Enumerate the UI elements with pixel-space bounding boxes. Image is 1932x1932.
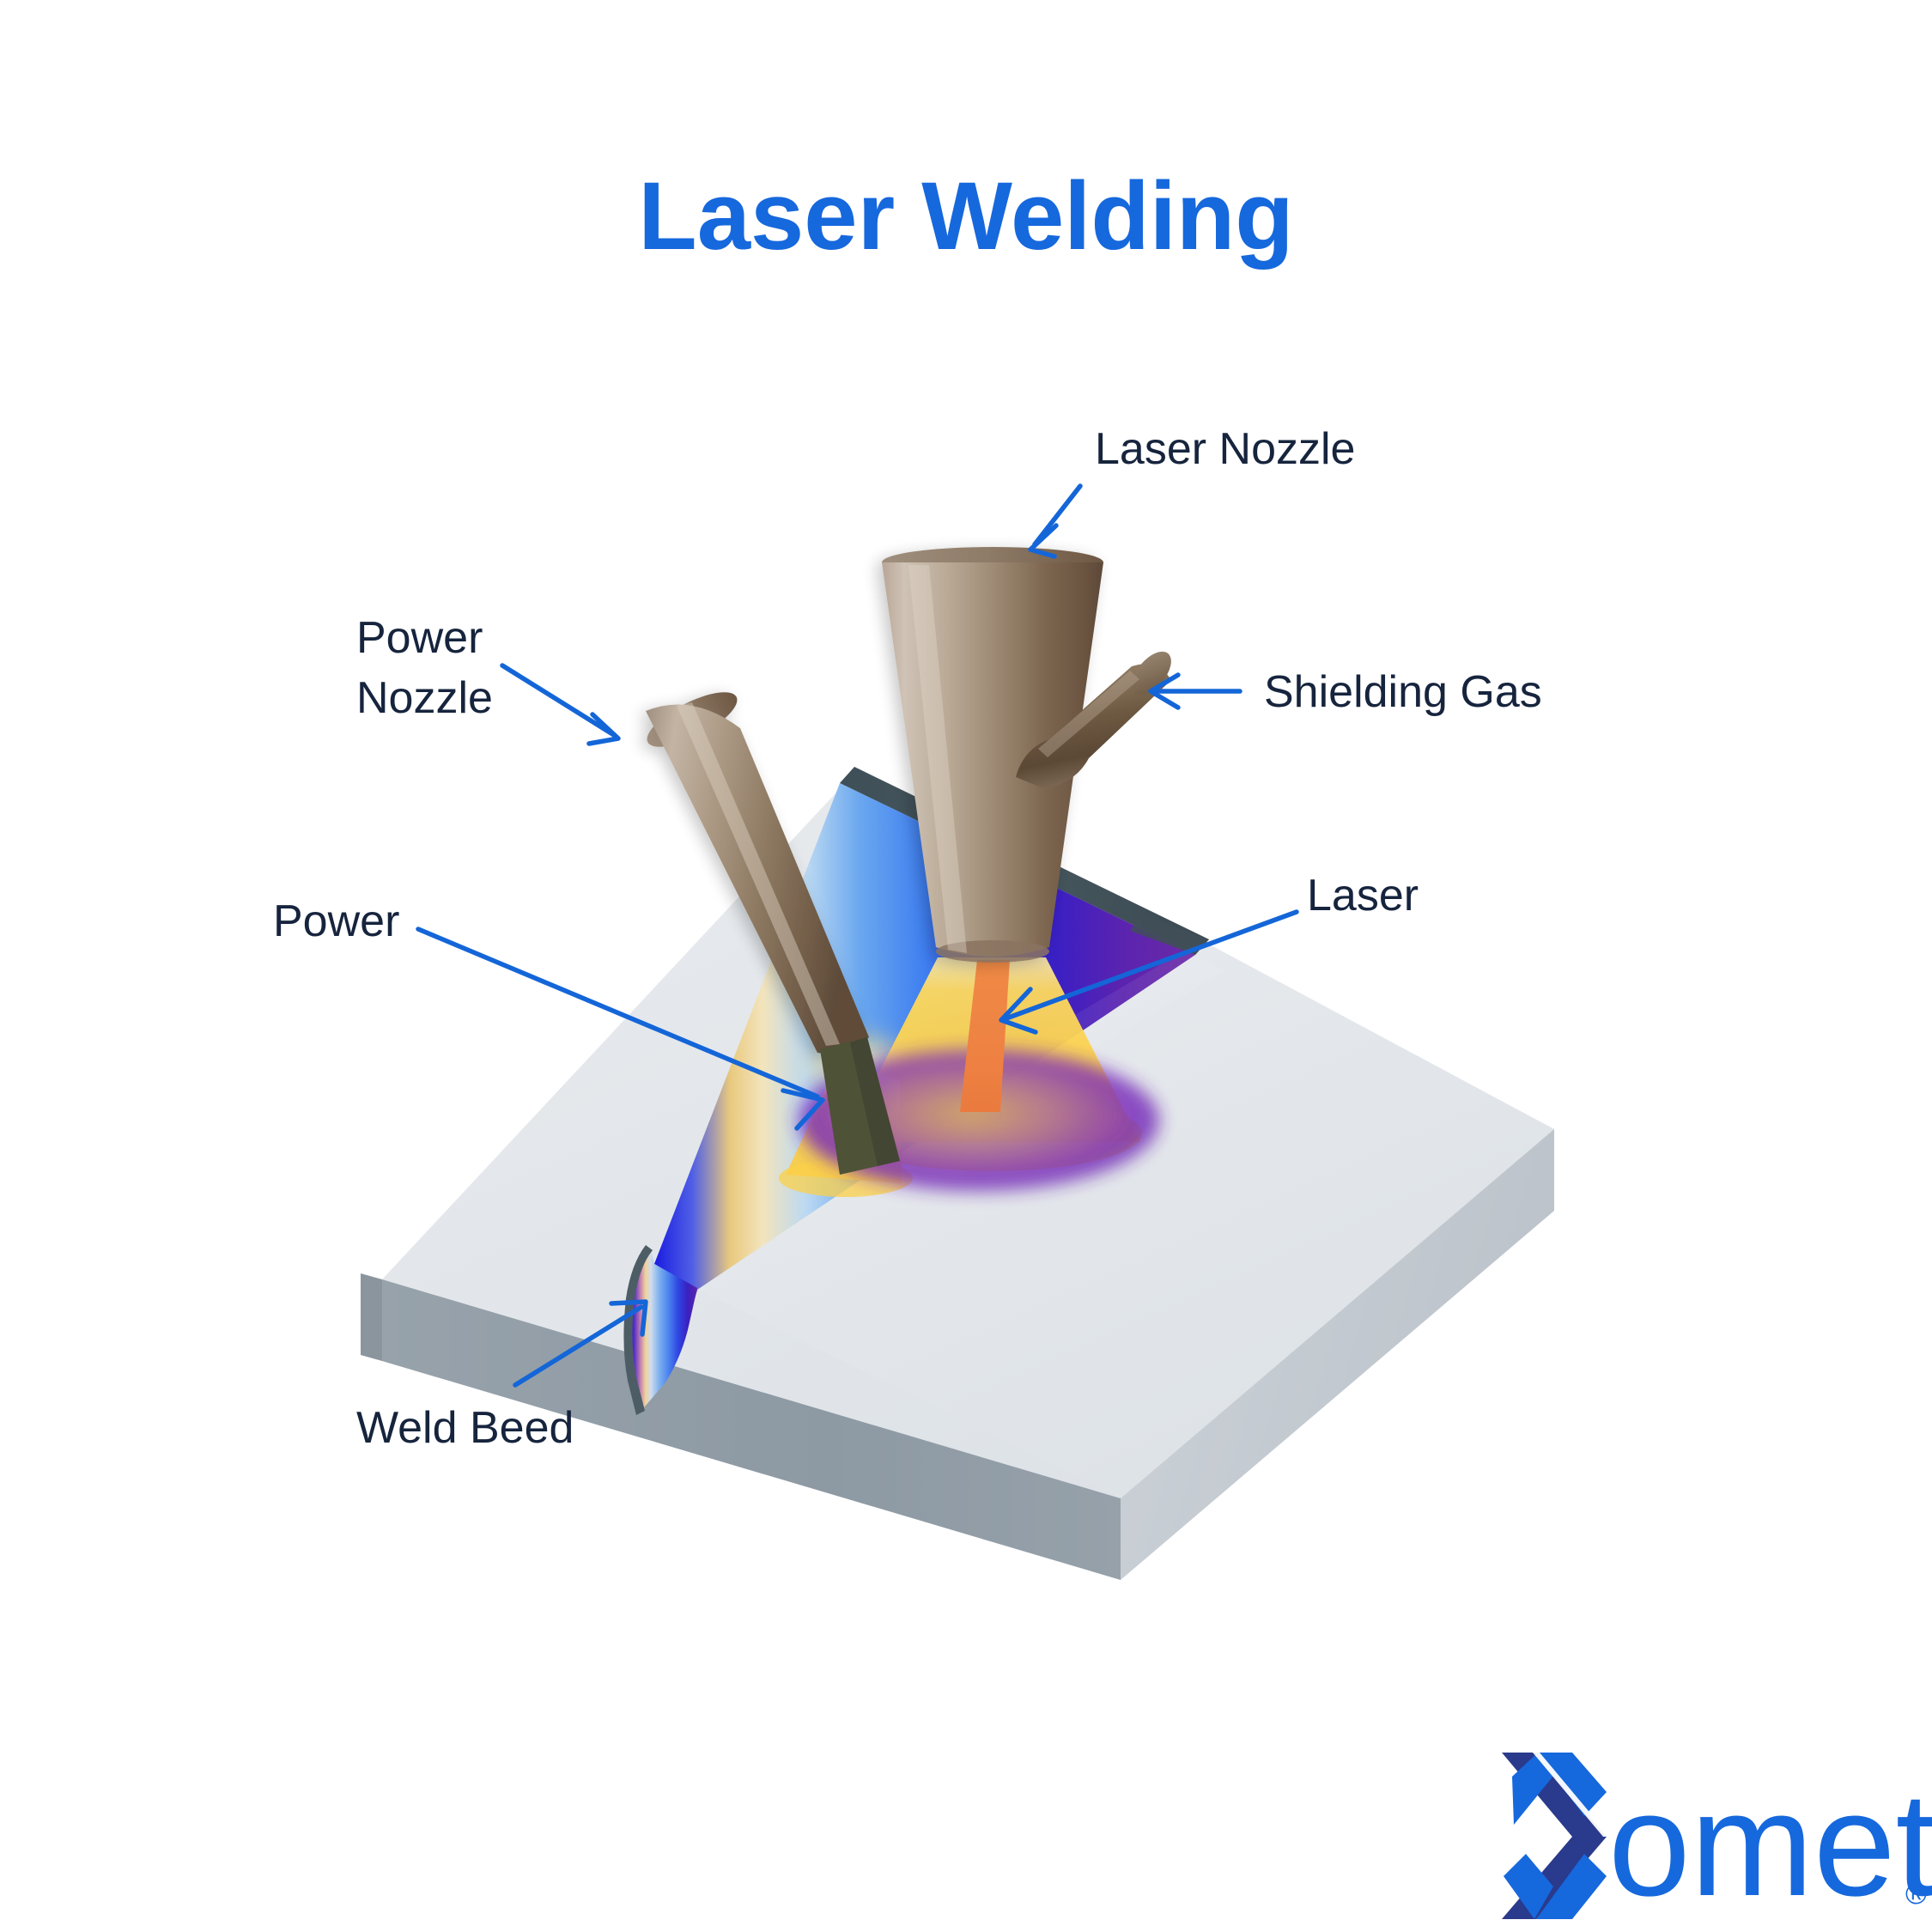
bead-left-rim (623, 1245, 653, 1415)
label-power: Power (273, 896, 399, 946)
xometry-logo[interactable]: ometry ® (1502, 1753, 1932, 1927)
shielding-gas-tube-cap (1132, 651, 1171, 696)
logo-registered-mark: ® (1905, 1878, 1927, 1911)
arrow-power (416, 927, 825, 1131)
label-shielding-gas: Shielding Gas (1264, 667, 1542, 717)
logo-wordmark: ometry (1608, 1762, 1932, 1927)
shielding-gas-tube-highlight (1038, 671, 1139, 757)
shielding-gas-tube-body (1016, 664, 1171, 788)
bead-left-end-face (629, 1247, 697, 1413)
page-title: Laser Welding (638, 162, 1293, 270)
slab-front-right-face (1121, 1129, 1554, 1580)
bead-far-end-shade (1130, 915, 1209, 955)
logo-x-gap-1 (1533, 1753, 1610, 1837)
arrow-power-nozzle (500, 663, 621, 746)
arrow-laser (999, 909, 1299, 1035)
label-laser: Laser (1307, 871, 1419, 920)
label-power-nozzle-line1: Power (356, 613, 483, 663)
logo-x-mark (1502, 1753, 1610, 1919)
arrow-weld-beed (513, 1299, 648, 1388)
label-power-nozzle-line2: Nozzle (356, 673, 493, 723)
logo-x-blue-band-lower-right (1536, 1854, 1607, 1919)
powder-feed-tip (820, 1037, 900, 1175)
arrow-shielding-gas (1148, 672, 1242, 710)
laser-nozzle-cone (882, 547, 1103, 963)
powder-feed-shade (850, 1037, 900, 1166)
laser-beam (960, 960, 1010, 1112)
logo-x-blue-band-lower-left (1504, 1854, 1553, 1919)
laser-nozzle-highlight (908, 565, 967, 953)
shielding-gas-tube (1016, 651, 1171, 788)
label-laser-nozzle: Laser Nozzle (1095, 424, 1355, 474)
slab-left-end-face (361, 1273, 382, 1361)
arrow-laser-nozzle (1028, 483, 1083, 559)
label-weld-beed: Weld Beed (356, 1403, 574, 1453)
logo-x-blue-band-top-right (1536, 1753, 1607, 1816)
power-nozzle-highlight (677, 702, 840, 1046)
slab-top-face-right (696, 943, 1554, 1498)
annotation-arrows (416, 483, 1299, 1388)
power-nozzle-cone (646, 692, 869, 1054)
